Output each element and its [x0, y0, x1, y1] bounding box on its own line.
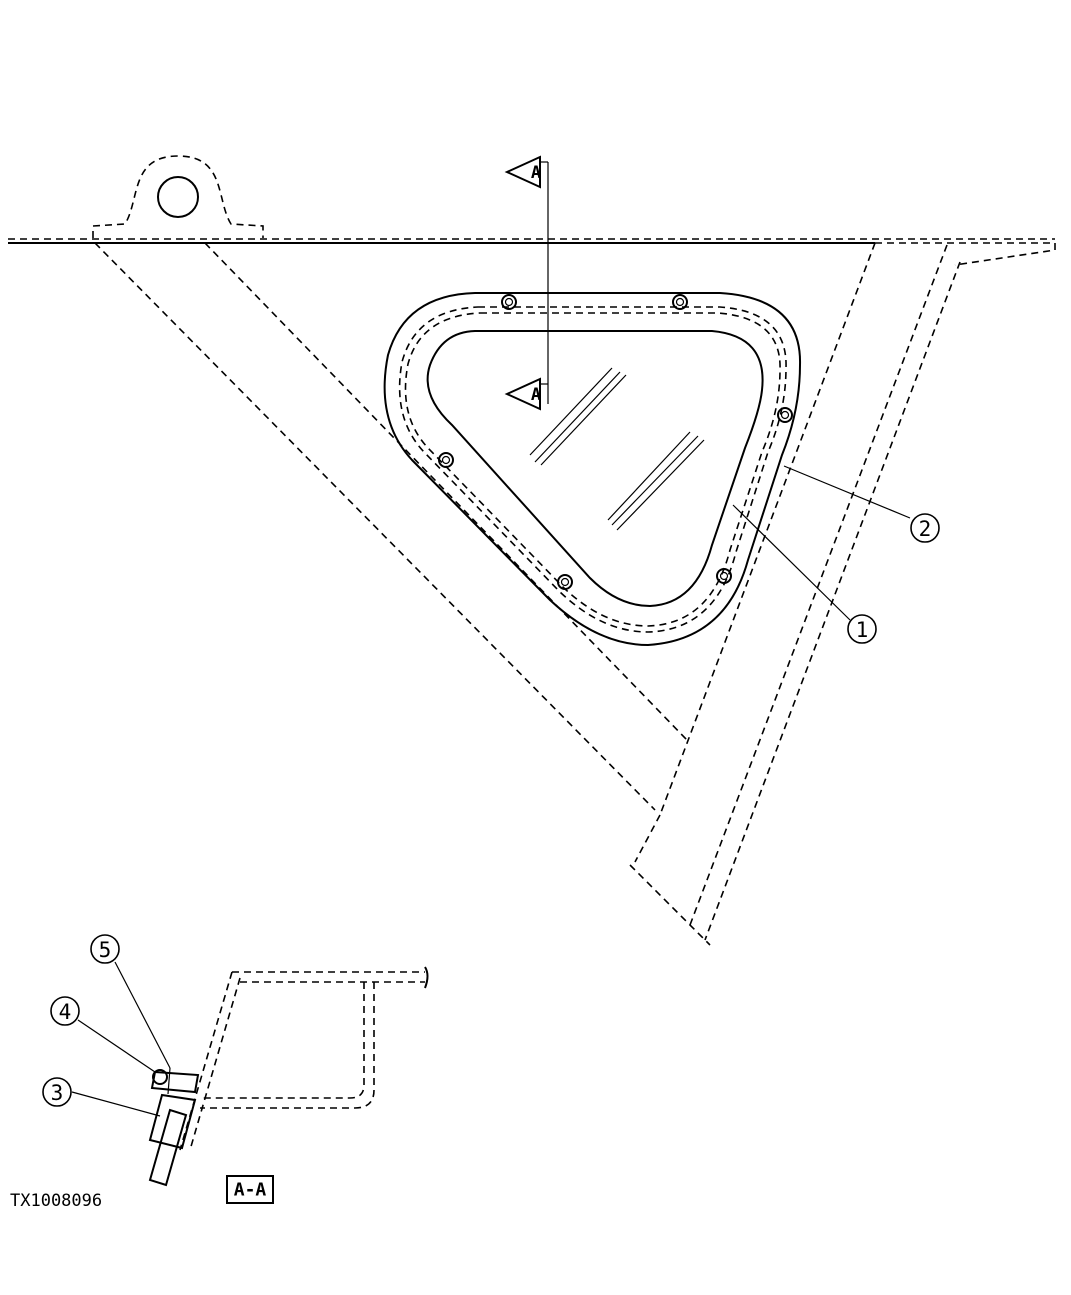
section-view-aa — [148, 966, 429, 1187]
callout-5: 5 — [90, 934, 120, 964]
section-glass — [148, 1108, 188, 1187]
section-arrow-bottom — [504, 377, 541, 411]
callout-2: 2 — [910, 513, 940, 543]
leader-5 — [114, 961, 171, 1069]
glass-glint-2a — [607, 431, 691, 521]
glass-glint-1b — [534, 371, 621, 463]
section-view-label-box: A-A — [226, 1175, 274, 1204]
callout-3-label: 3 — [51, 1081, 64, 1105]
lifting-eye — [92, 155, 264, 238]
section-view-label: A-A — [234, 1180, 267, 1201]
callout-1-label: 1 — [856, 618, 869, 642]
window-assembly — [383, 292, 802, 647]
leader-1 — [732, 504, 851, 621]
section-fastener-nut — [150, 1070, 200, 1094]
section-letter-top: A — [531, 163, 541, 183]
section-fastener-head — [152, 1069, 168, 1085]
window-fasteners — [438, 294, 793, 590]
section-cut-line: A A — [504, 155, 549, 411]
glass-glint-1a — [529, 367, 613, 456]
callout-5-label: 5 — [99, 938, 112, 962]
callout-4-label: 4 — [59, 1000, 72, 1024]
callout-1: 1 — [847, 614, 877, 644]
callout-3: 3 — [42, 1077, 72, 1107]
section-arrow-top — [504, 155, 541, 189]
glass-glint-2c — [616, 439, 705, 531]
leader-4 — [77, 1019, 156, 1073]
glass-glint-1c — [540, 374, 627, 466]
section-letter-bottom: A — [531, 385, 541, 405]
seal-flange-dashed-2 — [404, 312, 781, 627]
glass-glint-2b — [611, 435, 699, 526]
lifting-eye-hole — [157, 176, 199, 218]
outer-seal-outline — [383, 292, 802, 647]
callout-2-label: 2 — [919, 517, 932, 541]
leader-3 — [71, 1091, 161, 1117]
leader-2 — [783, 465, 911, 519]
window-glass-outline — [426, 330, 764, 608]
callout-4: 4 — [50, 996, 80, 1026]
section-seal — [148, 1093, 197, 1150]
figure-id: TX1008096 — [10, 1191, 102, 1211]
seal-flange-dashed — [398, 306, 787, 633]
cab-frame — [8, 155, 1056, 946]
